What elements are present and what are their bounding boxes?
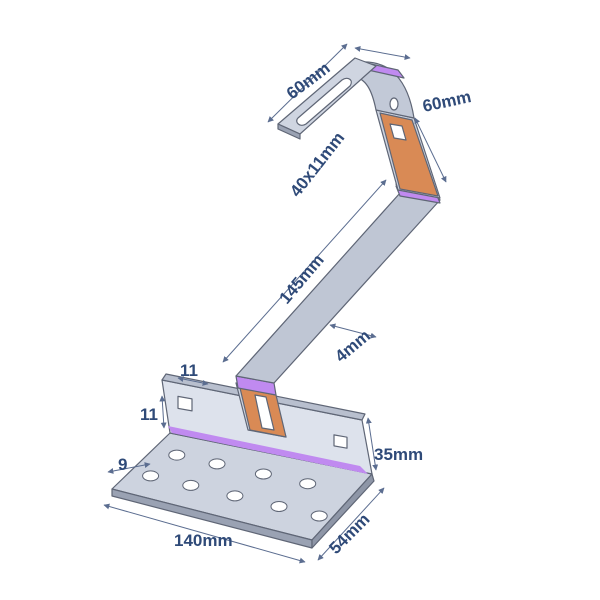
dim-line-base-width (317, 487, 385, 561)
dim-line-top-length (354, 46, 411, 60)
base-hole (270, 501, 288, 512)
dim-line-flange-height (365, 417, 379, 471)
dimension-lines (103, 43, 447, 564)
dim-line-hole-height (159, 395, 167, 429)
label-hole-width: 11 (180, 361, 198, 380)
base-hole (254, 468, 272, 480)
base-hole (168, 449, 186, 461)
dim-line-hole-width (177, 376, 209, 386)
label-flange-height: 35mm (374, 445, 423, 464)
base-hole (142, 470, 160, 482)
flange-hole-right (333, 434, 348, 449)
base-hole (299, 478, 317, 490)
label-base-length: 140mm (174, 531, 233, 550)
label-hole-spacing: 9 (118, 455, 127, 474)
label-slot-size: 40x11mm (286, 128, 348, 200)
base-hole (182, 479, 200, 491)
label-thickness: 4mm (331, 326, 374, 366)
flange-hole-left (177, 395, 193, 412)
dim-line-thickness (329, 323, 377, 339)
flange-bend (168, 426, 368, 474)
dim-line-hole-spacing (107, 462, 151, 474)
dim-line-top-width (267, 43, 348, 123)
label-top-length: 60mm (421, 87, 473, 116)
dim-line-slot (414, 117, 447, 183)
base-hole (208, 458, 226, 470)
lower-slot-hole (254, 394, 275, 431)
label-hole-height: 11 (140, 405, 158, 424)
base-hole (226, 490, 244, 502)
top-riser-hole (389, 97, 399, 111)
dim-line-base-length (103, 503, 306, 564)
dim-line-arm (222, 179, 387, 363)
base-hole (310, 510, 328, 522)
upper-slot-hole (389, 123, 407, 141)
